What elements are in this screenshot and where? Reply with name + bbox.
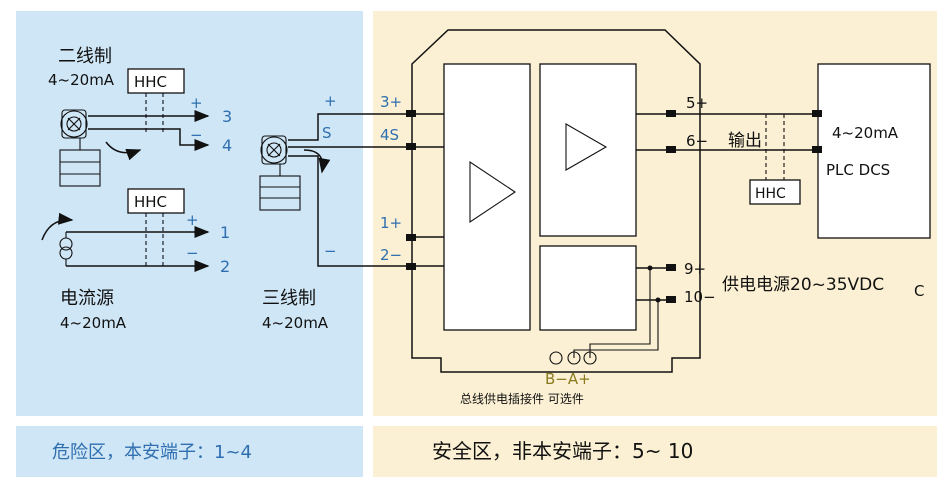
terminal-1: 1 — [220, 223, 230, 242]
plus-3w: + — [324, 92, 337, 110]
supply-label: 供电电源20~35VDC — [722, 275, 884, 295]
safe-footer: 安全区，非本安端子：5~ 10 — [432, 439, 693, 463]
current-source-title: 电流源 — [60, 288, 114, 309]
input-2minus: 2− — [380, 246, 402, 264]
terminal-4: 4 — [222, 136, 232, 155]
supply-suffix: C — [914, 282, 924, 300]
three-wire-range: 4~20mA — [262, 314, 329, 332]
hhc-top-label: HHC — [134, 73, 167, 91]
output-6minus: 6− — [686, 132, 708, 150]
power-9plus: 9+ — [684, 260, 706, 278]
output-channel-box — [539, 63, 637, 237]
hazardous-footer-band — [16, 426, 363, 477]
hhc-box-top — [127, 68, 185, 94]
s-3w: S — [322, 124, 332, 142]
two-wire-title: 二线制 — [58, 46, 112, 67]
minus-3w: − — [324, 242, 337, 260]
isolator-module-outline — [411, 29, 701, 373]
connector-caption: 总线供电插接件 可选件 — [460, 391, 584, 406]
three-wire-title: 三线制 — [262, 288, 316, 309]
current-source-range: 4~20mA — [60, 314, 127, 332]
two-wire-range: 4~20mA — [48, 71, 115, 89]
hhc-mid-label: HHC — [134, 193, 167, 211]
connector-label: B−A+ — [545, 370, 591, 388]
current-source-icon — [59, 232, 73, 266]
terminal-2: 2 — [220, 257, 230, 276]
output-label: 输出 — [728, 131, 762, 151]
safe-footer-band — [373, 426, 937, 477]
minus-top: − — [190, 126, 203, 144]
hhc-box-mid — [127, 188, 185, 214]
input-4s: 4S — [380, 126, 399, 144]
amplifier-input-icon — [469, 160, 516, 224]
plus-mid: + — [186, 211, 199, 229]
power-channel-box — [539, 245, 637, 331]
output-5plus: 5+ — [686, 94, 708, 112]
minus-mid: − — [186, 244, 199, 262]
plc-dcs-box — [817, 63, 931, 239]
hazardous-footer: 危险区，本安端子：1~4 — [52, 442, 252, 463]
input-channel-box — [443, 63, 531, 331]
hhc-plc-label: HHC — [755, 186, 786, 202]
amplifier-output-icon — [565, 123, 608, 171]
two-wire-transmitter-icon — [59, 109, 101, 187]
hhc-box-plc — [749, 179, 801, 205]
terminal-3: 3 — [222, 107, 232, 126]
input-3plus: 3+ — [380, 93, 402, 111]
three-wire-transmitter-icon — [259, 135, 301, 211]
plc-range: 4~20mA — [832, 124, 899, 142]
power-10minus: 10− — [684, 288, 716, 306]
plc-name: PLC DCS — [826, 161, 890, 179]
input-1plus: 1+ — [380, 214, 402, 232]
hazardous-zone — [16, 11, 363, 416]
plus-top: + — [190, 94, 203, 112]
